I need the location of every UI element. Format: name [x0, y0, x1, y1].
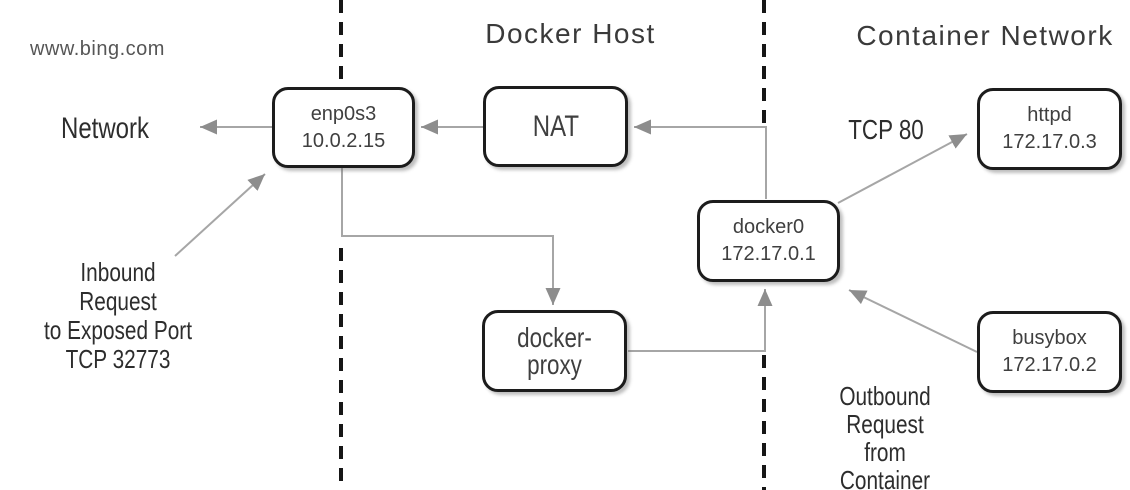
inbound-line-3: TCP 32773: [65, 344, 171, 374]
enp0s3-ip: 10.0.2.15: [301, 129, 386, 152]
network-label: Network: [60, 112, 150, 145]
docker0-name: docker0: [732, 216, 805, 238]
node-enp0s3: enp0s3 10.0.2.15: [272, 87, 415, 168]
httpd-ip: 172.17.0.3: [1002, 131, 1097, 153]
outbound-request-label: Outbound Request from Container: [821, 382, 949, 490]
container-boundary-line-bottom: [762, 355, 766, 490]
node-docker0: docker0 172.17.0.1: [697, 200, 840, 282]
node-httpd: httpd 172.17.0.3: [977, 88, 1122, 170]
arrow-docker-proxy-to-docker0: [628, 289, 773, 352]
docker-proxy-name: docker-proxy: [517, 322, 592, 380]
inbound-line-2: to Exposed Port: [44, 315, 192, 345]
docker0-ip: 172.17.0.1: [721, 243, 816, 265]
outbound-line-1: Outbound: [839, 381, 931, 411]
inbound-line-1: Inbound Request: [79, 257, 157, 316]
arrow-docker0-to-httpd: [837, 133, 968, 204]
tcp-80-label: TCP 80: [848, 114, 924, 145]
docker-host-boundary-line-top: [339, 0, 343, 87]
docker-host-title: Docker Host: [485, 18, 656, 49]
arrow-enp0s3-to-docker-proxy: [341, 167, 561, 305]
container-network-title: Container Network: [856, 20, 1114, 51]
busybox-ip: 172.17.0.2: [1002, 354, 1097, 376]
httpd-name: httpd: [1027, 104, 1072, 126]
node-docker-proxy: docker-proxy: [482, 310, 627, 392]
outbound-line-2: Request: [846, 409, 924, 439]
outbound-line-3: from Container: [839, 437, 931, 490]
nat-name: NAT: [532, 110, 579, 143]
busybox-name: busybox: [1012, 327, 1087, 349]
inbound-request-label: Inbound Request to Exposed Port TCP 3277…: [42, 258, 194, 374]
docker-host-boundary-line-bottom: [339, 248, 343, 490]
arrow-busybox-to-docker0: [848, 289, 978, 353]
container-boundary-line-top: [762, 0, 766, 123]
node-busybox: busybox 172.17.0.2: [977, 311, 1122, 393]
watermark: www.bing.com: [30, 38, 165, 60]
enp0s3-name: enp0s3: [310, 102, 377, 125]
arrow-inbound-to-enp0s3: [174, 173, 266, 257]
node-nat: NAT: [483, 86, 628, 167]
